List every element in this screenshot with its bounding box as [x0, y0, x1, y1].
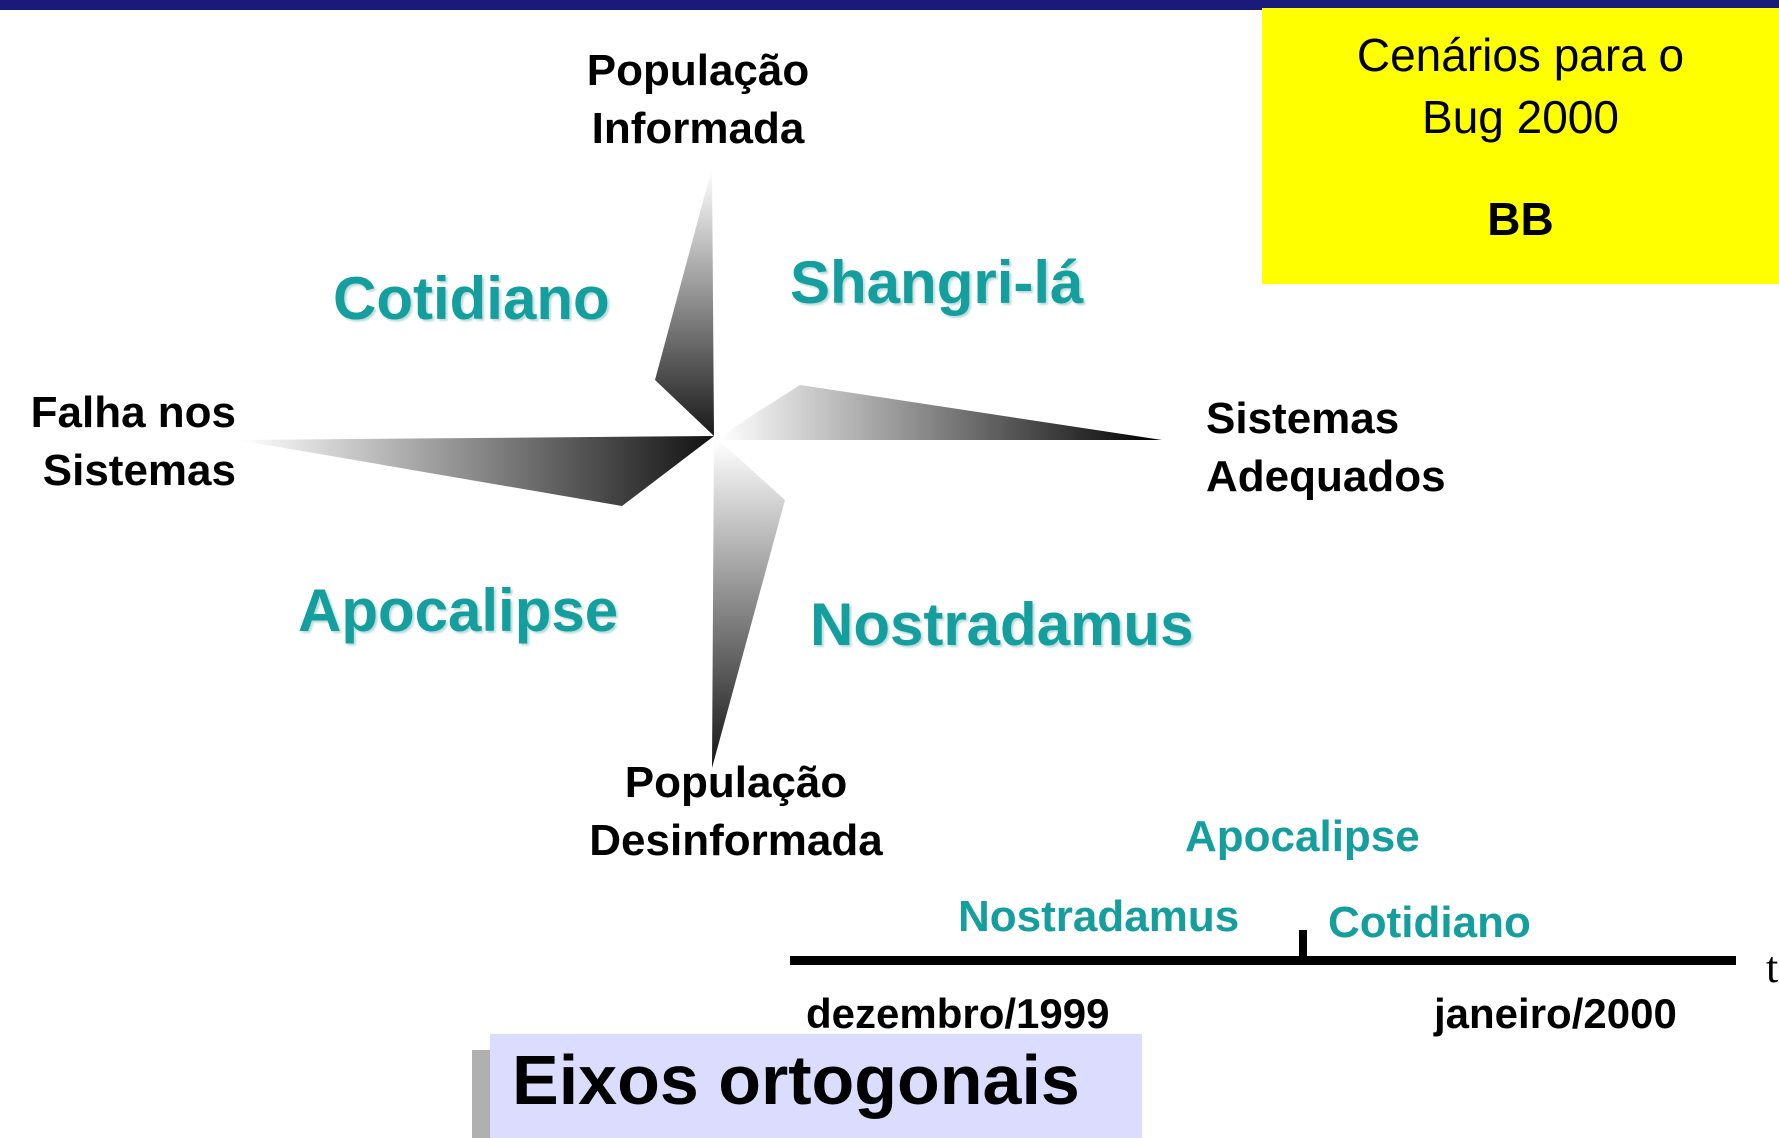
axis-label-bottom-line2: Desinformada [589, 816, 883, 865]
axis-label-bottom-line1: População [624, 758, 848, 807]
footer-title: Eixos ortogonais [512, 1041, 1080, 1119]
title-box: Cenários para o Bug 2000 BB [1262, 8, 1779, 284]
timeline-axis-symbol: t [1766, 943, 1779, 992]
axis-label-right-line1: Sistemas [1206, 394, 1400, 443]
footer-shadow-bar [472, 1050, 492, 1138]
timeline-start-label: dezembro/1999 [806, 990, 1110, 1037]
axis-label-top: População Informada [548, 42, 848, 158]
axis-label-left: Falha nos Sistemas [0, 384, 236, 500]
title-box-line2: Bug 2000 [1422, 91, 1619, 143]
axis-label-left-line1: Falha nos [30, 388, 236, 437]
arm-left [238, 436, 714, 506]
axis-label-top-line2: Informada [591, 104, 805, 153]
timeline-apocalipse: Apocalipse [1185, 812, 1420, 861]
footer-box [490, 1034, 1142, 1138]
timeline-end-label: janeiro/2000 [1434, 990, 1677, 1037]
timeline-axis-line [790, 956, 1736, 965]
quadrant-top-left: Cotidiano [333, 265, 610, 332]
timeline-cotidiano: Cotidiano [1328, 898, 1531, 947]
title-box-text: Cenários para o Bug 2000 [1262, 24, 1779, 148]
quadrant-bottom-left: Apocalipse [298, 577, 619, 644]
quadrant-bottom-right: Nostradamus [810, 591, 1194, 658]
timeline-nostradamus: Nostradamus [958, 892, 1240, 941]
arm-right [714, 385, 1162, 440]
axis-label-left-line2: Sistemas [42, 446, 236, 495]
title-box-line1: Cenários para o [1356, 29, 1685, 81]
axis-label-right-line2: Adequados [1206, 452, 1446, 501]
timeline-tick-mark [1299, 930, 1307, 958]
axis-label-top-line1: População [586, 46, 810, 95]
arm-down [712, 436, 785, 768]
title-box-bb: BB [1487, 193, 1554, 245]
quadrant-top-right: Shangri-lá [790, 249, 1084, 316]
axis-label-bottom: População Desinformada [566, 754, 906, 870]
arm-up [655, 168, 714, 436]
axis-label-right: Sistemas Adequados [1206, 390, 1526, 506]
top-bar [0, 0, 1779, 10]
